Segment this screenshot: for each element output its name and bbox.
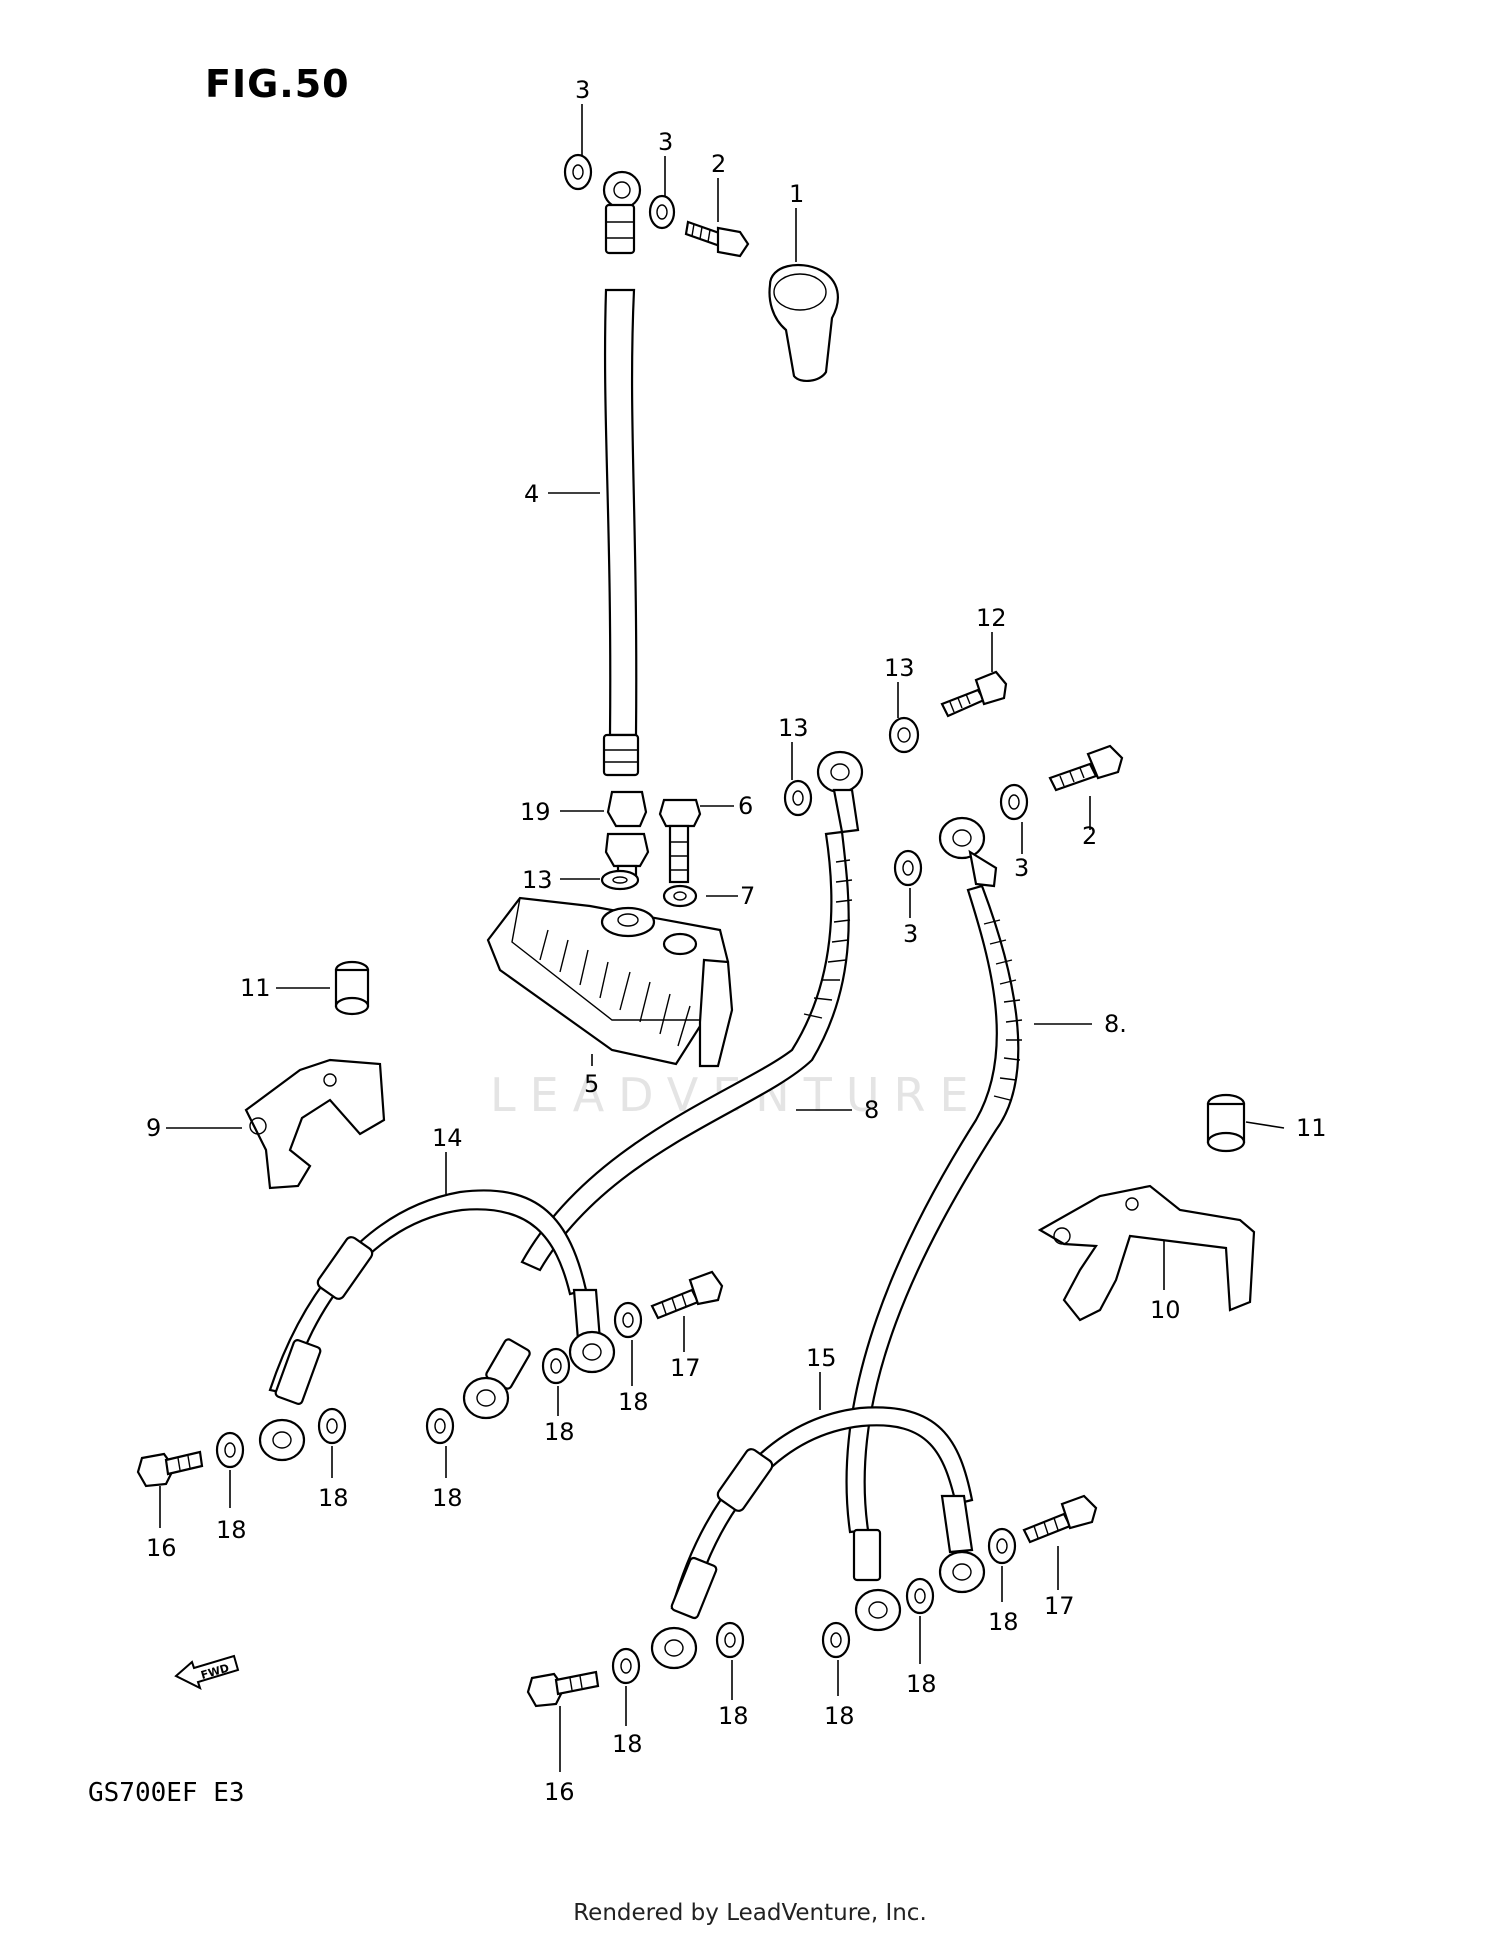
callout-number: 18 xyxy=(618,1388,649,1416)
callout-number: 13 xyxy=(778,714,809,742)
callout-labels: 3 3 2 1 4 12 13 13 6 19 2 3 13 7 3 11 8.… xyxy=(146,76,1327,1806)
callout-number: 2 xyxy=(711,150,726,178)
callout-number: 17 xyxy=(670,1354,701,1382)
grommet xyxy=(1206,1093,1246,1153)
brake-hose-joint xyxy=(486,896,734,1068)
callout-number: 18 xyxy=(612,1730,643,1758)
callout-number: 16 xyxy=(146,1534,177,1562)
callout-number: 18 xyxy=(318,1484,349,1512)
washer xyxy=(821,1621,851,1659)
callout-number: 5 xyxy=(584,1070,599,1098)
three-way-joint-fitting xyxy=(604,790,650,886)
callout-number: 3 xyxy=(1014,854,1029,882)
washer xyxy=(905,1577,935,1615)
brake-hose xyxy=(650,1406,986,1670)
callout-number: 13 xyxy=(884,654,915,682)
washer xyxy=(215,1431,245,1469)
callout-number: 18 xyxy=(824,1702,855,1730)
callout-number: 17 xyxy=(1044,1592,1075,1620)
callout-number: 6 xyxy=(738,792,753,820)
callout-number: 19 xyxy=(520,798,551,826)
brake-hose xyxy=(258,1189,616,1462)
union-bolt xyxy=(526,1670,600,1708)
bolt xyxy=(658,798,702,884)
union-bolt xyxy=(684,220,750,258)
callout-number: 18 xyxy=(216,1516,247,1544)
bleeder-cap xyxy=(768,263,839,382)
washer xyxy=(425,1407,455,1445)
callout-number: 18 xyxy=(988,1608,1019,1636)
callout-number: 8. xyxy=(1104,1010,1127,1038)
hose-clamp xyxy=(244,1058,386,1190)
callout-number: 4 xyxy=(524,480,539,508)
union-bolt xyxy=(650,1270,724,1320)
callout-number: 11 xyxy=(1296,1114,1327,1142)
callout-number: 18 xyxy=(544,1418,575,1446)
brake-hose xyxy=(845,816,1023,1632)
upper-brake-hose xyxy=(602,170,642,777)
callout-number: 7 xyxy=(740,882,755,910)
washer xyxy=(888,716,920,754)
callout-number: 16 xyxy=(544,1778,575,1806)
callout-number: 9 xyxy=(146,1114,161,1142)
washer xyxy=(600,869,640,891)
union-bolt xyxy=(136,1450,204,1488)
callout-number: 15 xyxy=(806,1344,837,1372)
callout-number: 8 xyxy=(864,1096,879,1124)
figure-title: FIG.50 xyxy=(205,62,350,106)
callout-number: 13 xyxy=(522,866,553,894)
callout-number: 3 xyxy=(658,128,673,156)
union-bolt xyxy=(1048,744,1124,792)
washer xyxy=(613,1301,643,1339)
union-bolt xyxy=(1022,1494,1098,1544)
washer xyxy=(999,783,1029,821)
washer xyxy=(541,1347,571,1385)
callout-number: 11 xyxy=(240,974,271,1002)
washer xyxy=(662,884,698,908)
callout-number: 2 xyxy=(1082,822,1097,850)
washer xyxy=(987,1527,1017,1565)
washer xyxy=(648,194,676,230)
callout-number: 14 xyxy=(432,1124,463,1152)
callout-number: 1 xyxy=(789,180,804,208)
model-label: GS700EF E3 xyxy=(88,1778,245,1808)
brake-hose xyxy=(462,750,864,1420)
footer-credit: Rendered by LeadVenture, Inc. xyxy=(573,1900,927,1926)
bolt xyxy=(940,670,1008,718)
washer xyxy=(715,1621,745,1659)
leader-lines xyxy=(159,104,1285,1772)
washer xyxy=(783,779,813,817)
forward-arrow-icon: FWD xyxy=(174,1654,240,1690)
grommet xyxy=(334,960,370,1016)
callout-number: 18 xyxy=(432,1484,463,1512)
callout-number: 3 xyxy=(903,920,918,948)
callout-number: 3 xyxy=(575,76,590,104)
washer xyxy=(563,153,593,191)
callout-number: 10 xyxy=(1150,1296,1181,1324)
washer xyxy=(317,1407,347,1445)
hose-clamp xyxy=(1037,1184,1256,1322)
washer xyxy=(893,849,923,887)
callout-number: 18 xyxy=(718,1702,749,1730)
callout-number: 12 xyxy=(976,604,1007,632)
washer xyxy=(611,1647,641,1685)
callout-number: 18 xyxy=(906,1670,937,1698)
